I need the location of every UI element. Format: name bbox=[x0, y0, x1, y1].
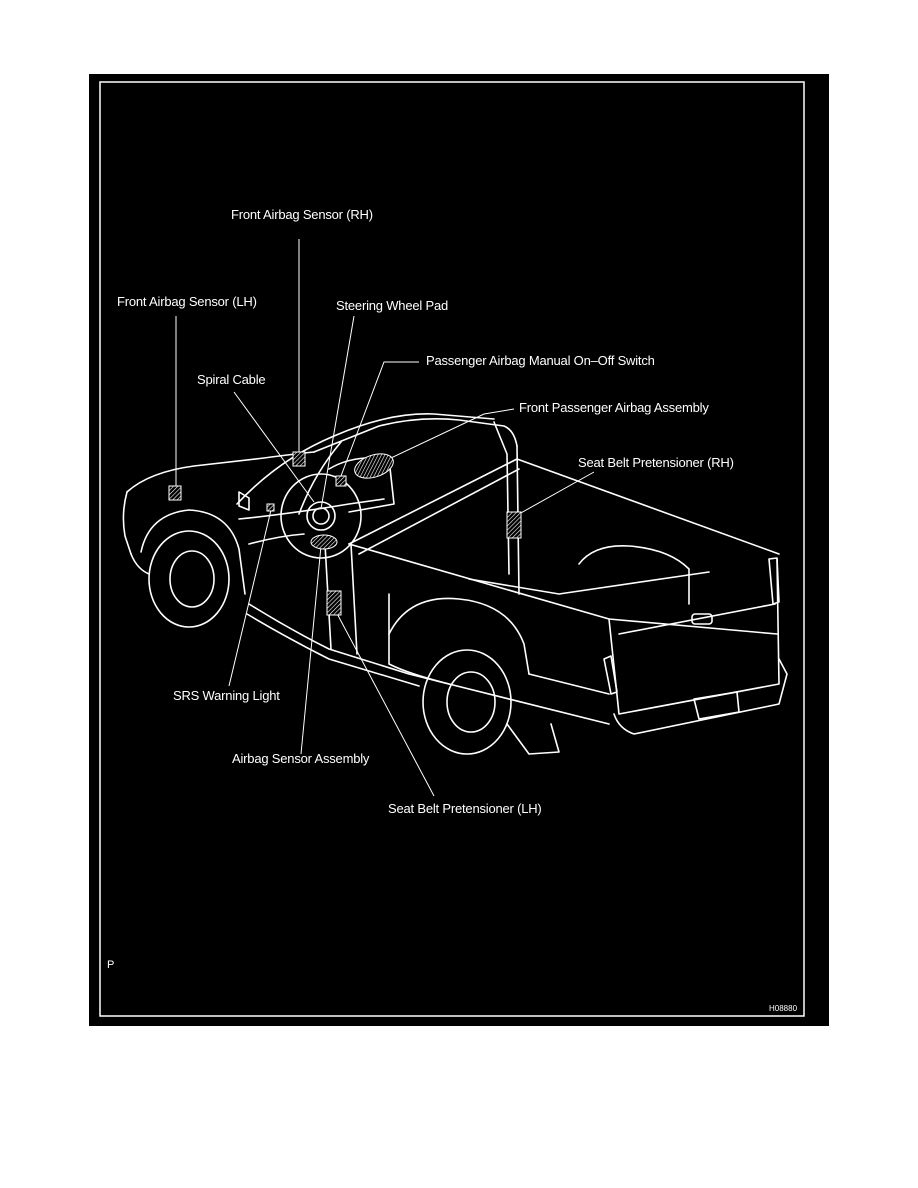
bed-right-rail bbox=[516, 458, 780, 555]
rear-bumper-step bbox=[693, 691, 740, 720]
windshield-left bbox=[236, 435, 335, 505]
dashboard bbox=[238, 498, 385, 520]
steering-wheel bbox=[280, 473, 362, 559]
leader-srs-light bbox=[228, 509, 272, 687]
label-steering-wheel-pad: Steering Wheel Pad bbox=[336, 298, 449, 313]
bed-floor bbox=[468, 571, 710, 595]
marker-passenger-switch bbox=[335, 475, 347, 487]
a-pillar-inner bbox=[298, 441, 342, 515]
figure-frame bbox=[99, 81, 805, 1017]
truck-illustration bbox=[99, 81, 805, 1017]
rear-tire bbox=[422, 649, 512, 755]
leader-passenger-airbag bbox=[373, 408, 515, 467]
marker-pretensioner-lh bbox=[326, 590, 342, 616]
roof-line bbox=[313, 418, 518, 453]
marker-passenger-airbag bbox=[354, 453, 394, 479]
srs-component-diagram: Front Airbag Sensor (RH) Front Airbag Se… bbox=[89, 74, 829, 1026]
front-rim bbox=[169, 550, 215, 608]
steering-hub bbox=[306, 501, 336, 531]
leader-steering-pad bbox=[320, 315, 355, 510]
rear-wheel-arch bbox=[388, 597, 530, 675]
label-front-airbag-sensor-lh: Front Airbag Sensor (LH) bbox=[117, 294, 257, 309]
leader-airbag-sensor bbox=[300, 545, 322, 755]
leader-pretensioner-rh bbox=[518, 471, 595, 515]
bed-front-wall bbox=[348, 458, 518, 545]
front-tire bbox=[148, 530, 230, 628]
door-rear-edge bbox=[350, 543, 358, 655]
label-front-airbag-sensor-rh: Front Airbag Sensor (RH) bbox=[231, 207, 373, 222]
marker-front-sensor-lh bbox=[168, 485, 182, 501]
label-spiral-cable: Spiral Cable bbox=[197, 372, 266, 387]
front-fascia bbox=[122, 491, 132, 555]
marker-front-sensor-rh bbox=[292, 451, 306, 467]
steering-hub-inner bbox=[312, 507, 330, 525]
tailgate-handle bbox=[691, 613, 713, 625]
label-front-passenger-airbag: Front Passenger Airbag Assembly bbox=[519, 400, 709, 415]
bed-side bbox=[388, 593, 610, 725]
rear-lower-edge bbox=[528, 673, 610, 695]
bed-front-wall-lower bbox=[358, 468, 520, 555]
taillight-left bbox=[603, 655, 618, 695]
label-passenger-airbag-switch: Passenger Airbag Manual On–Off Switch bbox=[426, 353, 655, 368]
tailgate-inner bbox=[618, 603, 776, 635]
front-wheel-arch bbox=[140, 509, 246, 595]
leader-passenger-switch bbox=[340, 361, 419, 477]
label-seat-belt-pretensioner-lh: Seat Belt Pretensioner (LH) bbox=[388, 801, 542, 816]
leader-pretensioner-lh bbox=[332, 605, 435, 797]
figure-code: H08880 bbox=[769, 1004, 798, 1013]
bed-wheel-hump bbox=[578, 545, 690, 605]
back-window bbox=[493, 421, 510, 575]
tailgate bbox=[608, 558, 780, 715]
dash-lower bbox=[248, 533, 305, 545]
hood-outline bbox=[126, 451, 315, 493]
front-bumper bbox=[130, 553, 150, 575]
label-airbag-sensor-assembly: Airbag Sensor Assembly bbox=[232, 751, 370, 766]
label-srs-warning-light: SRS Warning Light bbox=[173, 688, 280, 703]
marker-airbag-sensor bbox=[310, 534, 338, 550]
sill-lower bbox=[246, 613, 420, 687]
taillight-right bbox=[768, 557, 780, 605]
leader-spiral-cable bbox=[233, 391, 315, 503]
windshield-top bbox=[333, 413, 495, 437]
side-mirror bbox=[238, 491, 250, 511]
mud-flap bbox=[506, 723, 560, 755]
marker-pretensioner-rh bbox=[506, 511, 522, 539]
marker-srs-light bbox=[266, 503, 275, 512]
corner-mark: P bbox=[107, 959, 115, 971]
rear-bumper bbox=[613, 658, 788, 735]
rear-rim bbox=[446, 671, 496, 733]
label-seat-belt-pretensioner-rh: Seat Belt Pretensioner (RH) bbox=[578, 455, 734, 470]
rocker-panel bbox=[248, 603, 450, 685]
